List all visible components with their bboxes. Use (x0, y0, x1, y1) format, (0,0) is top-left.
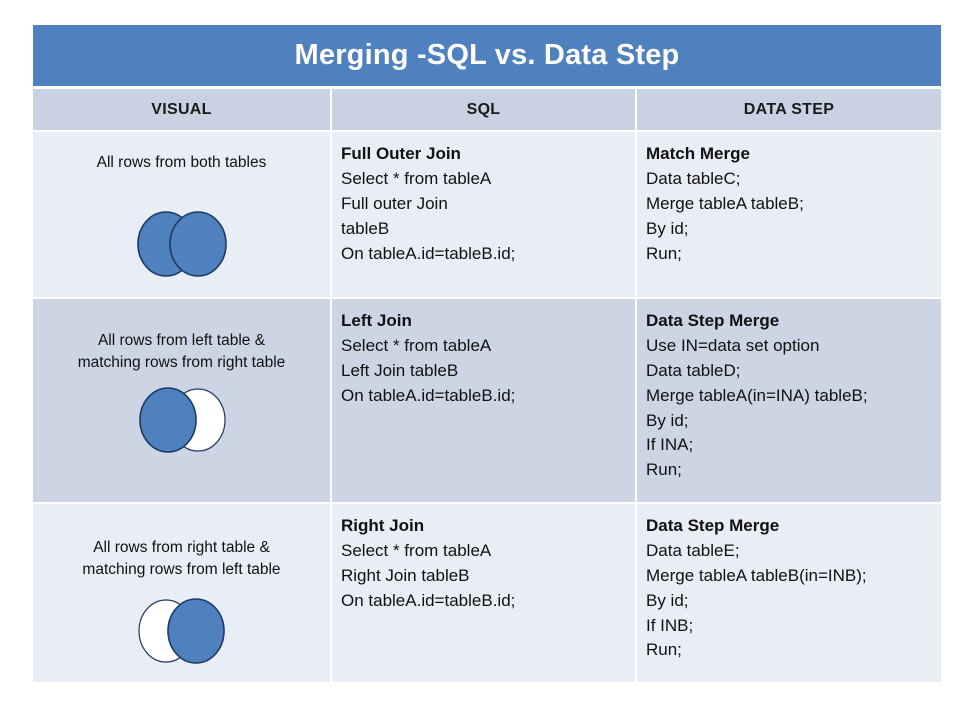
sql-line: On tableA.id=tableB.id; (341, 590, 516, 610)
sql-line: On tableA.id=tableB.id; (341, 385, 516, 405)
sql-line: Full outer Join (341, 193, 448, 213)
sql-line: Right Join tableB (341, 565, 470, 585)
sql-heading: Full Outer Join (341, 144, 461, 163)
visual-caption-line-1: All rows from right table & (93, 539, 270, 556)
sql-cell-left-join: Left Join Select * from tableA Left Join… (332, 299, 637, 502)
sql-line: Select * from tableA (341, 540, 492, 560)
data-step-line: Data tableD; (646, 360, 741, 380)
sql-line: tableB (341, 218, 390, 238)
sql-cell-full-outer-join: Full Outer Join Select * from tableA Ful… (332, 132, 637, 297)
visual-caption-line-2: matching rows from left table (82, 561, 281, 579)
table-header-row: VISUAL SQL DATA STEP (33, 89, 941, 132)
sql-heading: Left Join (341, 311, 412, 330)
column-header-visual: VISUAL (33, 89, 332, 130)
venn-full-outer-join-icon (136, 211, 227, 277)
sql-code-block: Full Outer Join Select * from tableA Ful… (332, 132, 635, 266)
visual-caption: All rows from both tables (33, 152, 330, 174)
visual-caption: All rows from right table & matching row… (33, 537, 330, 582)
data-step-line: If INB; (646, 615, 694, 635)
sql-cell-right-join: Right Join Select * from tableA Right Jo… (332, 504, 637, 682)
data-step-line: Merge tableA tableB; (646, 193, 804, 213)
sql-heading: Right Join (341, 516, 425, 535)
data-step-code-block: Data Step Merge Data tableE; Merge table… (637, 504, 941, 663)
comparison-table: VISUAL SQL DATA STEP All rows from both … (33, 89, 941, 682)
visual-cell-right-join: All rows from right table & matching row… (33, 504, 332, 682)
data-step-line: If INA; (646, 435, 694, 455)
table-row: All rows from right table & matching row… (33, 504, 941, 682)
table-row: All rows from left table & matching rows… (33, 299, 941, 504)
data-step-line: Run; (646, 460, 682, 480)
column-header-sql-label: SQL (466, 100, 501, 118)
slide-title-banner: Merging -SQL vs. Data Step (33, 25, 941, 86)
sql-line: On tableA.id=tableB.id; (341, 243, 516, 263)
data-step-line: Use IN=data set option (646, 335, 820, 355)
data-step-line: Merge tableA(in=INA) tableB; (646, 385, 868, 405)
sql-line: Select * from tableA (341, 168, 492, 188)
column-header-data-step-label: DATA STEP (743, 100, 835, 118)
data-step-heading: Match Merge (646, 144, 750, 163)
data-step-cell-left-join: Data Step Merge Use IN=data set option D… (637, 299, 941, 502)
sql-code-block: Right Join Select * from tableA Right Jo… (332, 504, 635, 614)
data-step-line: Run; (646, 243, 682, 263)
data-step-code-block: Match Merge Data tableC; Merge tableA ta… (637, 132, 941, 266)
visual-cell-left-join: All rows from left table & matching rows… (33, 299, 332, 502)
visual-caption-line-2: matching rows from right table (77, 354, 286, 372)
data-step-line: Data tableE; (646, 540, 740, 560)
data-step-line: By id; (646, 410, 689, 430)
data-step-heading: Data Step Merge (646, 311, 780, 330)
data-step-line: Merge tableA tableB(in=INB); (646, 565, 867, 585)
venn-right-join-icon (137, 598, 225, 664)
visual-caption-line-1: All rows from both tables (96, 154, 267, 171)
visual-caption-line-1: All rows from left table & (97, 332, 266, 349)
venn-left-join-icon (138, 387, 226, 453)
sql-line: Select * from tableA (341, 335, 492, 355)
data-step-line: Data tableC; (646, 168, 741, 188)
sql-code-block: Left Join Select * from tableA Left Join… (332, 299, 635, 409)
data-step-heading: Data Step Merge (646, 516, 780, 535)
data-step-cell-match-merge: Match Merge Data tableC; Merge tableA ta… (637, 132, 941, 297)
data-step-line: By id; (646, 590, 689, 610)
visual-cell-full-outer-join: All rows from both tables (33, 132, 332, 297)
column-header-visual-label: VISUAL (151, 100, 212, 118)
sql-line: Left Join tableB (341, 360, 459, 380)
data-step-cell-right-join: Data Step Merge Data tableE; Merge table… (637, 504, 941, 682)
page-title: Merging -SQL vs. Data Step (294, 39, 680, 71)
data-step-line: Run; (646, 640, 682, 660)
data-step-line: By id; (646, 218, 689, 238)
column-header-data-step: DATA STEP (637, 89, 941, 130)
data-step-code-block: Data Step Merge Use IN=data set option D… (637, 299, 941, 483)
column-header-sql: SQL (332, 89, 637, 130)
table-row: All rows from both tables Full Outer Joi… (33, 132, 941, 299)
visual-caption: All rows from left table & matching rows… (33, 330, 330, 375)
